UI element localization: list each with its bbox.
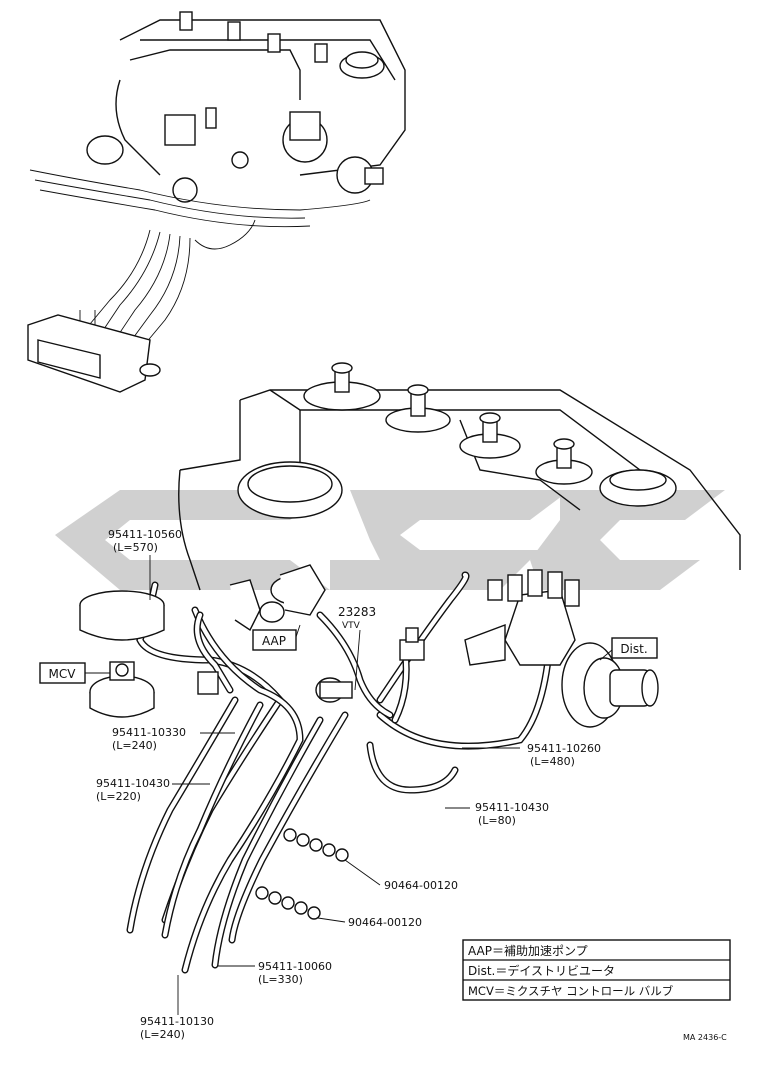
main-components — [79, 564, 659, 728]
part-number: 90464-00120 — [348, 916, 422, 929]
part-number: 95411-10130 — [140, 1015, 214, 1028]
aap-label: AAP — [262, 634, 286, 648]
vtv-label: VTV — [342, 621, 361, 631]
legend-dist: Dist.＝デイストリビユータ — [468, 963, 615, 978]
mcv-label: MCV — [49, 667, 77, 681]
part-label-10130: 95411-10130 (L=240) — [140, 1015, 214, 1041]
part-length: (L=570) — [113, 541, 158, 554]
part-number: 95411-10260 — [527, 742, 601, 755]
part-length: (L=240) — [140, 1028, 185, 1041]
part-label-10560: 95411-10560 (L=570) — [108, 528, 182, 554]
part-number: 95411-10430 — [475, 801, 549, 814]
part-length: (L=240) — [112, 739, 157, 752]
part-label-clamp-1: 90464-00120 — [384, 879, 458, 892]
part-label-10060: 95411-10060 (L=330) — [258, 960, 332, 986]
part-length: (L=330) — [258, 973, 303, 986]
part-number: 95411-10330 — [112, 726, 186, 739]
watermark-logo — [55, 490, 725, 590]
clamp-set-1 — [283, 828, 349, 862]
part-number: 90464-00120 — [384, 879, 458, 892]
legend-aap: AAP＝補助加速ポンプ — [468, 944, 588, 958]
main-hoses — [126, 571, 554, 974]
part-label-clamp-2: 90464-00120 — [348, 916, 422, 929]
part-length: (L=480) — [530, 755, 575, 768]
part-number: 95411-10430 — [96, 777, 170, 790]
vtv-number: 23283 — [338, 605, 376, 619]
part-number: 95411-10060 — [258, 960, 332, 973]
legend-table: AAP＝補助加速ポンプ Dist.＝デイストリビユータ MCV＝ミクスチヤ コン… — [462, 939, 731, 1001]
part-length: (L=80) — [478, 814, 516, 827]
dist-label-box: Dist. — [611, 637, 658, 659]
part-length: (L=220) — [96, 790, 141, 803]
leader-lines — [85, 555, 613, 1015]
part-number: 95411-10560 — [108, 528, 182, 541]
part-label-10330: 95411-10330 (L=240) — [112, 726, 186, 752]
clamp-set-2 — [255, 886, 321, 920]
top-engine-sketch — [27, 11, 406, 393]
figure-code: MA 2436-C — [683, 1033, 727, 1042]
part-label-10260: 95411-10260 (L=480) — [527, 742, 601, 768]
aap-label-box: AAP — [252, 629, 297, 651]
part-label-10430-220: 95411-10430 (L=220) — [96, 777, 170, 803]
dist-label: Dist. — [620, 642, 647, 656]
mcv-label-box: MCV — [39, 662, 86, 684]
main-engine-sketch — [178, 362, 741, 591]
legend-mcv: MCV＝ミクスチヤ コントロール バルブ — [468, 984, 674, 998]
part-label-10430-80: 95411-10430 (L=80) — [475, 801, 549, 827]
